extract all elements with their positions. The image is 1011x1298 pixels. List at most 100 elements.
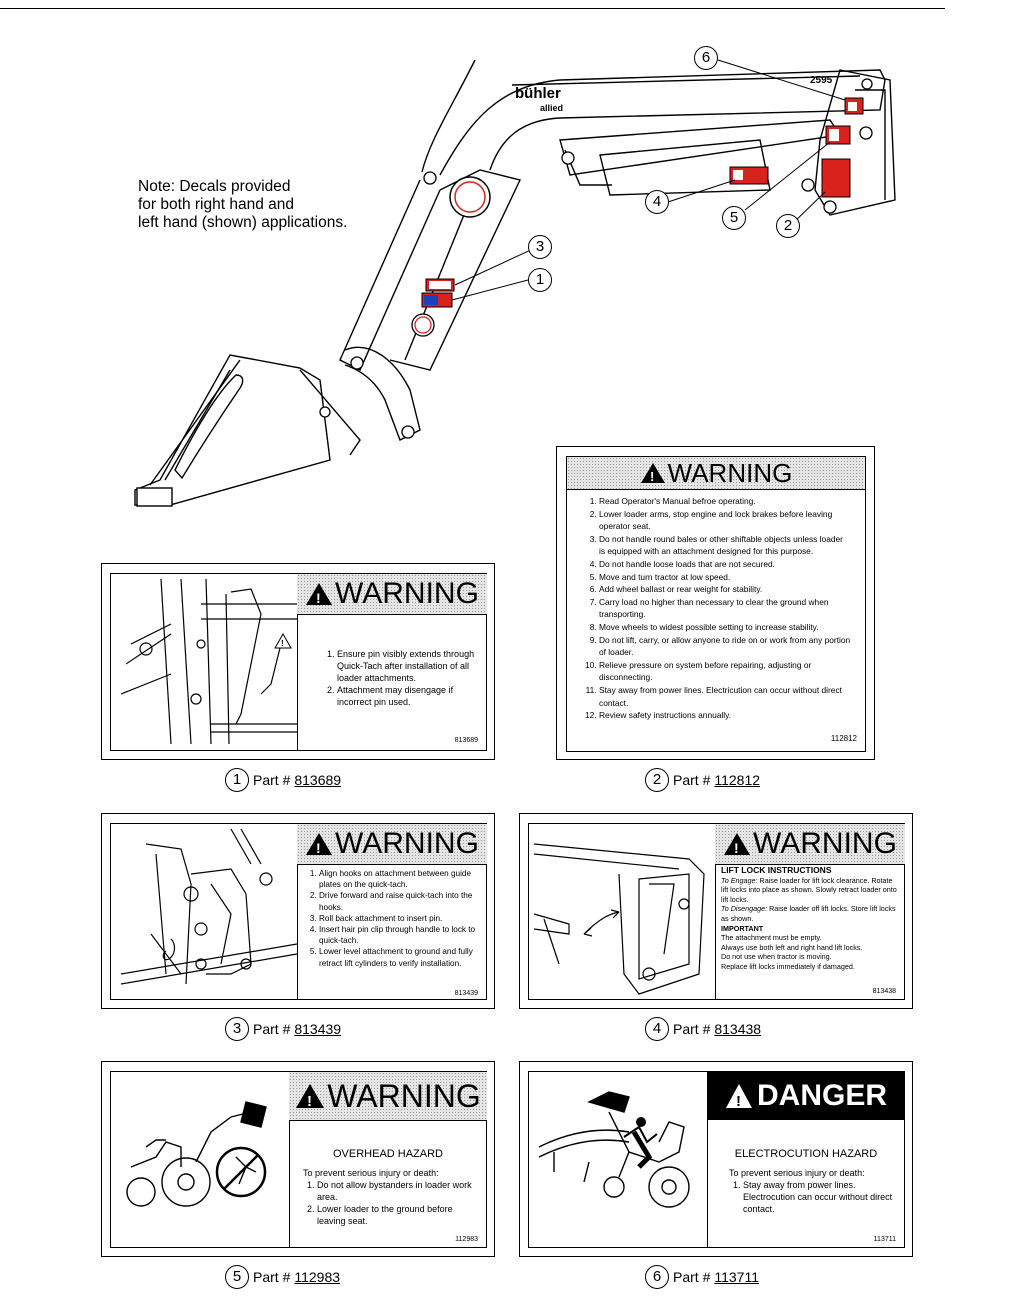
- decal-code: 813689: [454, 737, 478, 744]
- callout-1: 1: [225, 768, 249, 792]
- decal-item: Stay away from power lines. Electrocutio…: [743, 1179, 901, 1215]
- callout-6: 6: [694, 46, 718, 70]
- decal-item: Do not handle loose loads that are not s…: [599, 558, 851, 571]
- decal-item: Lower loader to the ground before leavin…: [317, 1203, 483, 1227]
- callout-4: 4: [645, 190, 669, 214]
- part-label-1: 1 Part # 813689: [225, 768, 341, 792]
- decal-code: 813439: [454, 990, 478, 997]
- warning-header: ! WARNING: [715, 824, 905, 865]
- decal-item: Insert hair pin clip through handle to l…: [319, 924, 483, 946]
- part-label-4: 4 Part # 813438: [645, 1017, 761, 1041]
- hazard-lead: To prevent serious injury or death:: [303, 1168, 439, 1178]
- decal-item: Add wheel ballast or rear weight for sta…: [599, 583, 851, 596]
- part-number: 113711: [714, 1269, 759, 1285]
- decal-inner: ! ! WARNING Ensure pin visibly extends t…: [110, 573, 487, 751]
- decal-813689: ! ! WARNING Ensure pin visibly extends t…: [101, 563, 495, 760]
- decal-item: Stay away from power lines. Electricutio…: [599, 684, 851, 709]
- part-number: 813689: [294, 772, 342, 788]
- decal-code: 113711: [873, 1236, 896, 1243]
- warning-label: WARNING: [335, 577, 479, 610]
- decal-item: Move wheels to widest possible setting t…: [599, 621, 851, 634]
- danger-triangle-icon: !: [725, 1084, 752, 1109]
- decal-item: Relieve pressure on system before repair…: [599, 659, 851, 684]
- brand-logo-text: bühler: [515, 85, 561, 102]
- decal-inner: ! WARNING Align hooks on attachment betw…: [110, 823, 487, 1000]
- decal-code: 112812: [830, 734, 857, 743]
- decal-item: Align hooks on attachment between guide …: [319, 868, 483, 890]
- decal-item: Review safety instructions annually.: [599, 709, 851, 722]
- decal-code: 112983: [455, 1236, 478, 1243]
- part-prefix: Part #: [253, 772, 291, 788]
- callout-1: 1: [528, 268, 552, 292]
- part-number: 112812: [714, 772, 761, 788]
- warning-header: ! WARNING: [567, 457, 865, 490]
- part-label-2: 2 Part # 112812: [645, 768, 760, 792]
- svg-text:!: !: [736, 1093, 741, 1109]
- hazard-lead: To prevent serious injury or death:: [729, 1168, 865, 1178]
- decal-112812: ! WARNING Read Operator's Manual befroe …: [556, 446, 875, 760]
- decal-item: Lower level attachment to ground and ful…: [319, 946, 483, 968]
- part-label-3: 3 Part # 813439: [225, 1017, 341, 1041]
- quick-tach-hook-illustration: [120, 828, 297, 985]
- brand-sub-text: allied: [540, 103, 563, 113]
- svg-text:!: !: [316, 840, 321, 856]
- warning-header: ! WARNING: [297, 574, 487, 615]
- svg-text:!: !: [281, 639, 284, 648]
- callout-5: 5: [225, 1265, 249, 1289]
- svg-text:!: !: [307, 1093, 312, 1109]
- warning-header: ! WARNING: [289, 1072, 487, 1121]
- decal-inner: ! WARNING OVERHEAD HAZARD To prevent ser…: [110, 1071, 487, 1248]
- warning-triangle-icon: !: [296, 1084, 325, 1109]
- warning-header: ! WARNING: [297, 824, 487, 865]
- callout-5: 5: [722, 206, 746, 230]
- part-number: 112983: [294, 1269, 341, 1285]
- disengage-text: Raise loader off lift locks. Store lift …: [721, 904, 896, 923]
- important-line: The attachment must be empty.: [721, 933, 822, 943]
- decal-item: Move and turn tractor at low speed.: [599, 571, 851, 584]
- danger-label: DANGER: [756, 1079, 887, 1112]
- lift-lock-illustration: [533, 843, 705, 995]
- decal-inner: ! WARNING Read Operator's Manual befroe …: [566, 456, 866, 752]
- decal-inner: ! WARNING LIFT LOCK INSTRUCTIONS To Enga…: [528, 823, 905, 1000]
- svg-text:!: !: [650, 469, 654, 484]
- warning-triangle-icon: !: [724, 833, 751, 856]
- callout-6: 6: [645, 1265, 669, 1289]
- decal-item: Read Operator's Manual befroe operating.: [599, 495, 851, 508]
- part-number: 813439: [294, 1021, 342, 1037]
- decal-item: Carry load no higher than necessary to c…: [599, 596, 851, 621]
- decal-113711: ! DANGER ELECTROCUTION HAZARD To prevent…: [519, 1061, 913, 1257]
- decal-code: 813438: [872, 988, 896, 995]
- warning-triangle-icon: !: [640, 463, 665, 484]
- part-prefix: Part #: [253, 1021, 291, 1037]
- callout-3: 3: [225, 1017, 249, 1041]
- callout-3: 3: [528, 235, 552, 259]
- svg-text:!: !: [316, 590, 321, 606]
- decal-item: Drive forward and raise quick-tach into …: [319, 890, 483, 912]
- part-prefix: Part #: [673, 1021, 711, 1037]
- svg-text:!: !: [734, 840, 739, 856]
- decal-112983: ! WARNING OVERHEAD HAZARD To prevent ser…: [101, 1061, 495, 1257]
- warning-triangle-icon: !: [306, 583, 333, 606]
- warning-label: WARNING: [335, 827, 479, 860]
- decal-item: Ensure pin visibly extends through Quick…: [337, 648, 479, 684]
- part-label-5: 5 Part # 112983: [225, 1265, 340, 1289]
- decal-inner: ! DANGER ELECTROCUTION HAZARD To prevent…: [528, 1071, 905, 1248]
- important-line: Replace lift locks immediately if damage…: [721, 961, 855, 971]
- important-line: Do not use when tractor is moving.: [721, 952, 832, 962]
- decal-item: Do not allow bystanders in loader work a…: [317, 1179, 483, 1203]
- important-label: IMPORTANT: [721, 923, 764, 933]
- engage-label: To Engage:: [721, 875, 758, 885]
- warning-triangle-icon: !: [306, 833, 333, 856]
- decal-813439: ! WARNING Align hooks on attachment betw…: [101, 813, 495, 1009]
- electrocution-hazard-illustration: [538, 1091, 690, 1208]
- warning-label: WARNING: [753, 827, 897, 860]
- part-prefix: Part #: [673, 772, 711, 788]
- part-label-6: 6 Part # 113711: [645, 1265, 759, 1289]
- header-rule: [0, 8, 945, 9]
- decal-item: Do not lift, carry, or allow anyone to r…: [599, 634, 851, 659]
- decal-item: Attachment may disengage if incorrect pi…: [337, 684, 479, 708]
- important-line: Always use both left and right hand lift…: [721, 942, 863, 952]
- decal-item: Lower loader arms, stop engine and lock …: [599, 508, 851, 533]
- hazard-title: OVERHEAD HAZARD: [332, 1148, 444, 1160]
- danger-header: ! DANGER: [707, 1072, 905, 1120]
